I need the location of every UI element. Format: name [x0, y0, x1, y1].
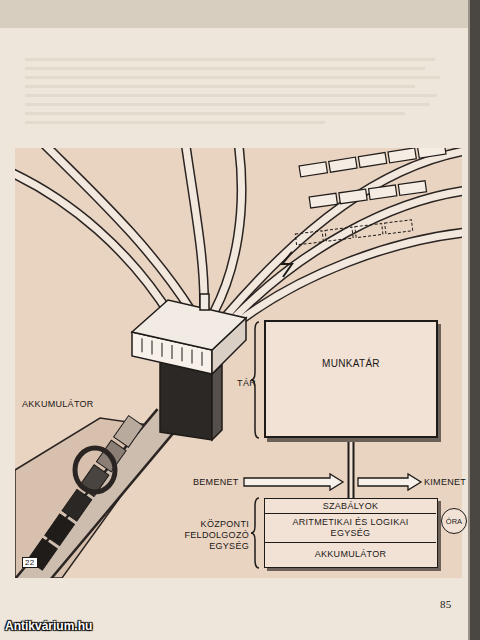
output-arrow [358, 474, 421, 490]
page-top [0, 0, 480, 28]
wagon [295, 231, 323, 245]
wagon [299, 162, 327, 177]
train [299, 148, 446, 177]
wagon [45, 514, 75, 546]
tracks [15, 148, 462, 578]
track [185, 148, 204, 308]
wagon [418, 148, 446, 158]
clock-label: ÓRA [446, 517, 462, 526]
connector-core [350, 438, 353, 498]
input-arrow [244, 474, 343, 490]
faint-line [25, 76, 440, 79]
track [214, 148, 242, 312]
track [214, 148, 242, 312]
box-base-side [212, 365, 222, 440]
faint-line [25, 85, 415, 88]
bracket [251, 498, 259, 568]
storage-heading: TÁR [222, 378, 256, 389]
chimney [200, 294, 209, 310]
wagon [358, 152, 386, 167]
faint-line [25, 121, 325, 124]
wagon [388, 148, 416, 163]
book-gutter [470, 0, 480, 640]
window-bar [172, 345, 173, 359]
connector-line [348, 438, 355, 498]
signal-box [132, 294, 246, 440]
train [28, 416, 144, 570]
clock-circle: ÓRA [441, 508, 467, 534]
cpu-heading: KÖZPONTI FELDOLGOZÓ EGYSÉG [173, 519, 249, 552]
faint-line [25, 112, 405, 115]
signal-name: KIMENET [424, 477, 466, 488]
faint-line [25, 58, 435, 61]
wagon [325, 227, 353, 241]
cpu-box: KÖZPONTI FELDOLGOZÓ EGYSÉGSZABÁLYOKARITM… [264, 498, 438, 568]
data-bus [351, 438, 352, 498]
track-band [22, 418, 168, 578]
brackets [251, 322, 259, 568]
window-bar [152, 341, 153, 355]
window-bar [202, 352, 203, 366]
signal-bolt [282, 252, 292, 277]
track-outline [15, 148, 462, 322]
show-through-lines [25, 58, 440, 124]
ghost-train [295, 220, 412, 245]
faint-line [25, 67, 425, 70]
track [238, 232, 462, 322]
wagon [62, 489, 92, 521]
watermark: Antikvárium.hu [5, 619, 92, 633]
page-edge [468, 0, 470, 640]
wagon [114, 416, 144, 448]
alu-row: ARITMETIKAI ÉS LOGIKAI EGYSÉG [265, 514, 436, 543]
storage-box: TÁRMUNKATÁR [264, 320, 438, 438]
box-base [160, 362, 212, 440]
wagon [309, 193, 337, 208]
callout-number: 22 [22, 557, 38, 568]
tunnel-arch [75, 448, 115, 492]
row-label: ARITMETIKAI ÉS LOGIKAI EGYSÉG [291, 517, 411, 539]
window-bar [192, 350, 193, 364]
track-band [22, 418, 168, 578]
window-bar [142, 338, 143, 352]
storage-name: MUNKATÁR [266, 322, 436, 370]
row-label: SZABÁLYOK [323, 501, 379, 512]
faint-line [25, 94, 437, 97]
roof [132, 300, 246, 350]
signal-name: BEMENET [193, 477, 239, 488]
wagon [369, 185, 397, 200]
row-label: AKKUMULÁTOR [315, 549, 387, 560]
rules-row: SZABÁLYOK [265, 499, 436, 514]
wagon [385, 220, 413, 234]
wagon [339, 189, 367, 204]
track [185, 148, 204, 308]
track-bed [15, 148, 462, 322]
part-name: AKKUMULÁTOR [20, 399, 96, 410]
track [40, 148, 192, 312]
train [309, 181, 426, 208]
track [238, 232, 462, 322]
page-number: 85 [440, 598, 452, 611]
faint-line [25, 103, 430, 106]
track [40, 148, 192, 312]
wagon [398, 181, 426, 196]
window-bar [162, 343, 163, 357]
wagon [329, 157, 357, 172]
accumulator-row: AKKUMULÁTOR [265, 543, 436, 566]
wagon [355, 223, 383, 237]
window-bar [182, 347, 183, 361]
